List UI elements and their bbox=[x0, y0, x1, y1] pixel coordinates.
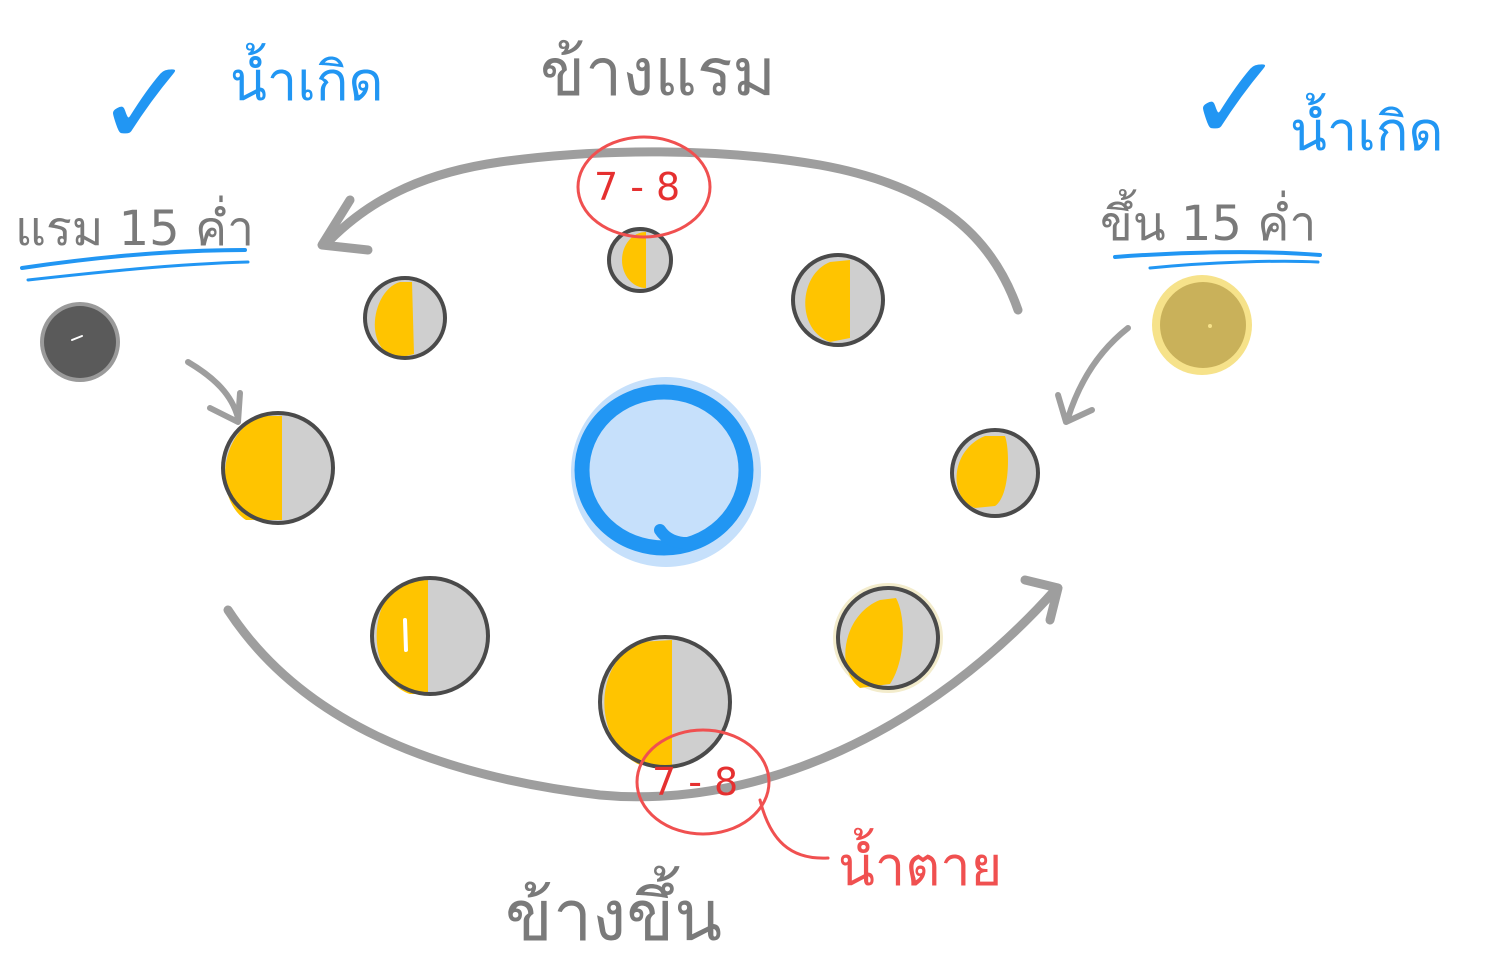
moon-phase-left bbox=[221, 411, 335, 525]
moon-phase-top bbox=[607, 227, 673, 293]
arrowhead-from-new-moon bbox=[207, 390, 243, 425]
new-moon bbox=[40, 302, 120, 382]
moon-phase-bottom-left bbox=[370, 576, 490, 696]
label-top-title: ข้างแรม bbox=[540, 34, 776, 111]
label-right-day: ขึ้น 15 ค่ำ bbox=[1100, 189, 1316, 252]
tide-connector-line bbox=[758, 798, 830, 860]
label-left-tide: น้ำเกิด bbox=[230, 43, 383, 113]
orbit-arrow-bottom bbox=[223, 585, 1060, 802]
earth bbox=[571, 377, 761, 567]
underline-right bbox=[1113, 250, 1322, 259]
arrowhead-from-full-moon bbox=[1055, 392, 1095, 425]
arrow-from-full-moon bbox=[1065, 325, 1131, 421]
label-top-days: 7 - 8 bbox=[594, 165, 680, 209]
label-right-tide: น้ำเกิด bbox=[1290, 93, 1443, 163]
moon-phase-top-left bbox=[363, 276, 447, 360]
underline-right-2 bbox=[1148, 259, 1320, 270]
underline-left bbox=[20, 248, 247, 270]
label-bottom-tide: น้ำตาย bbox=[838, 828, 1002, 898]
full-moon bbox=[1152, 275, 1252, 375]
underline-left-2 bbox=[26, 260, 250, 282]
label-left-day: แรม 15 ค่ำ bbox=[15, 195, 254, 257]
label-bottom-days: 7 - 8 bbox=[652, 760, 738, 804]
orbit-arrow-top bbox=[325, 147, 1023, 315]
label-bottom-title: ข้างขึ้น bbox=[505, 865, 722, 957]
moon-phase-right bbox=[950, 428, 1040, 518]
highlight-circle-bottom bbox=[635, 728, 771, 836]
moon-phase-bottom bbox=[598, 635, 732, 769]
moon-phase-bottom-right bbox=[833, 583, 943, 693]
orbit-arrowhead-bottom bbox=[1020, 575, 1063, 625]
check-left-icon: ✓ bbox=[95, 35, 196, 174]
highlight-circle-top bbox=[576, 135, 712, 239]
moon-phase-top-right bbox=[791, 253, 885, 347]
check-right-icon: ✓ bbox=[1185, 30, 1286, 169]
orbit-arrowhead-top bbox=[317, 195, 373, 255]
